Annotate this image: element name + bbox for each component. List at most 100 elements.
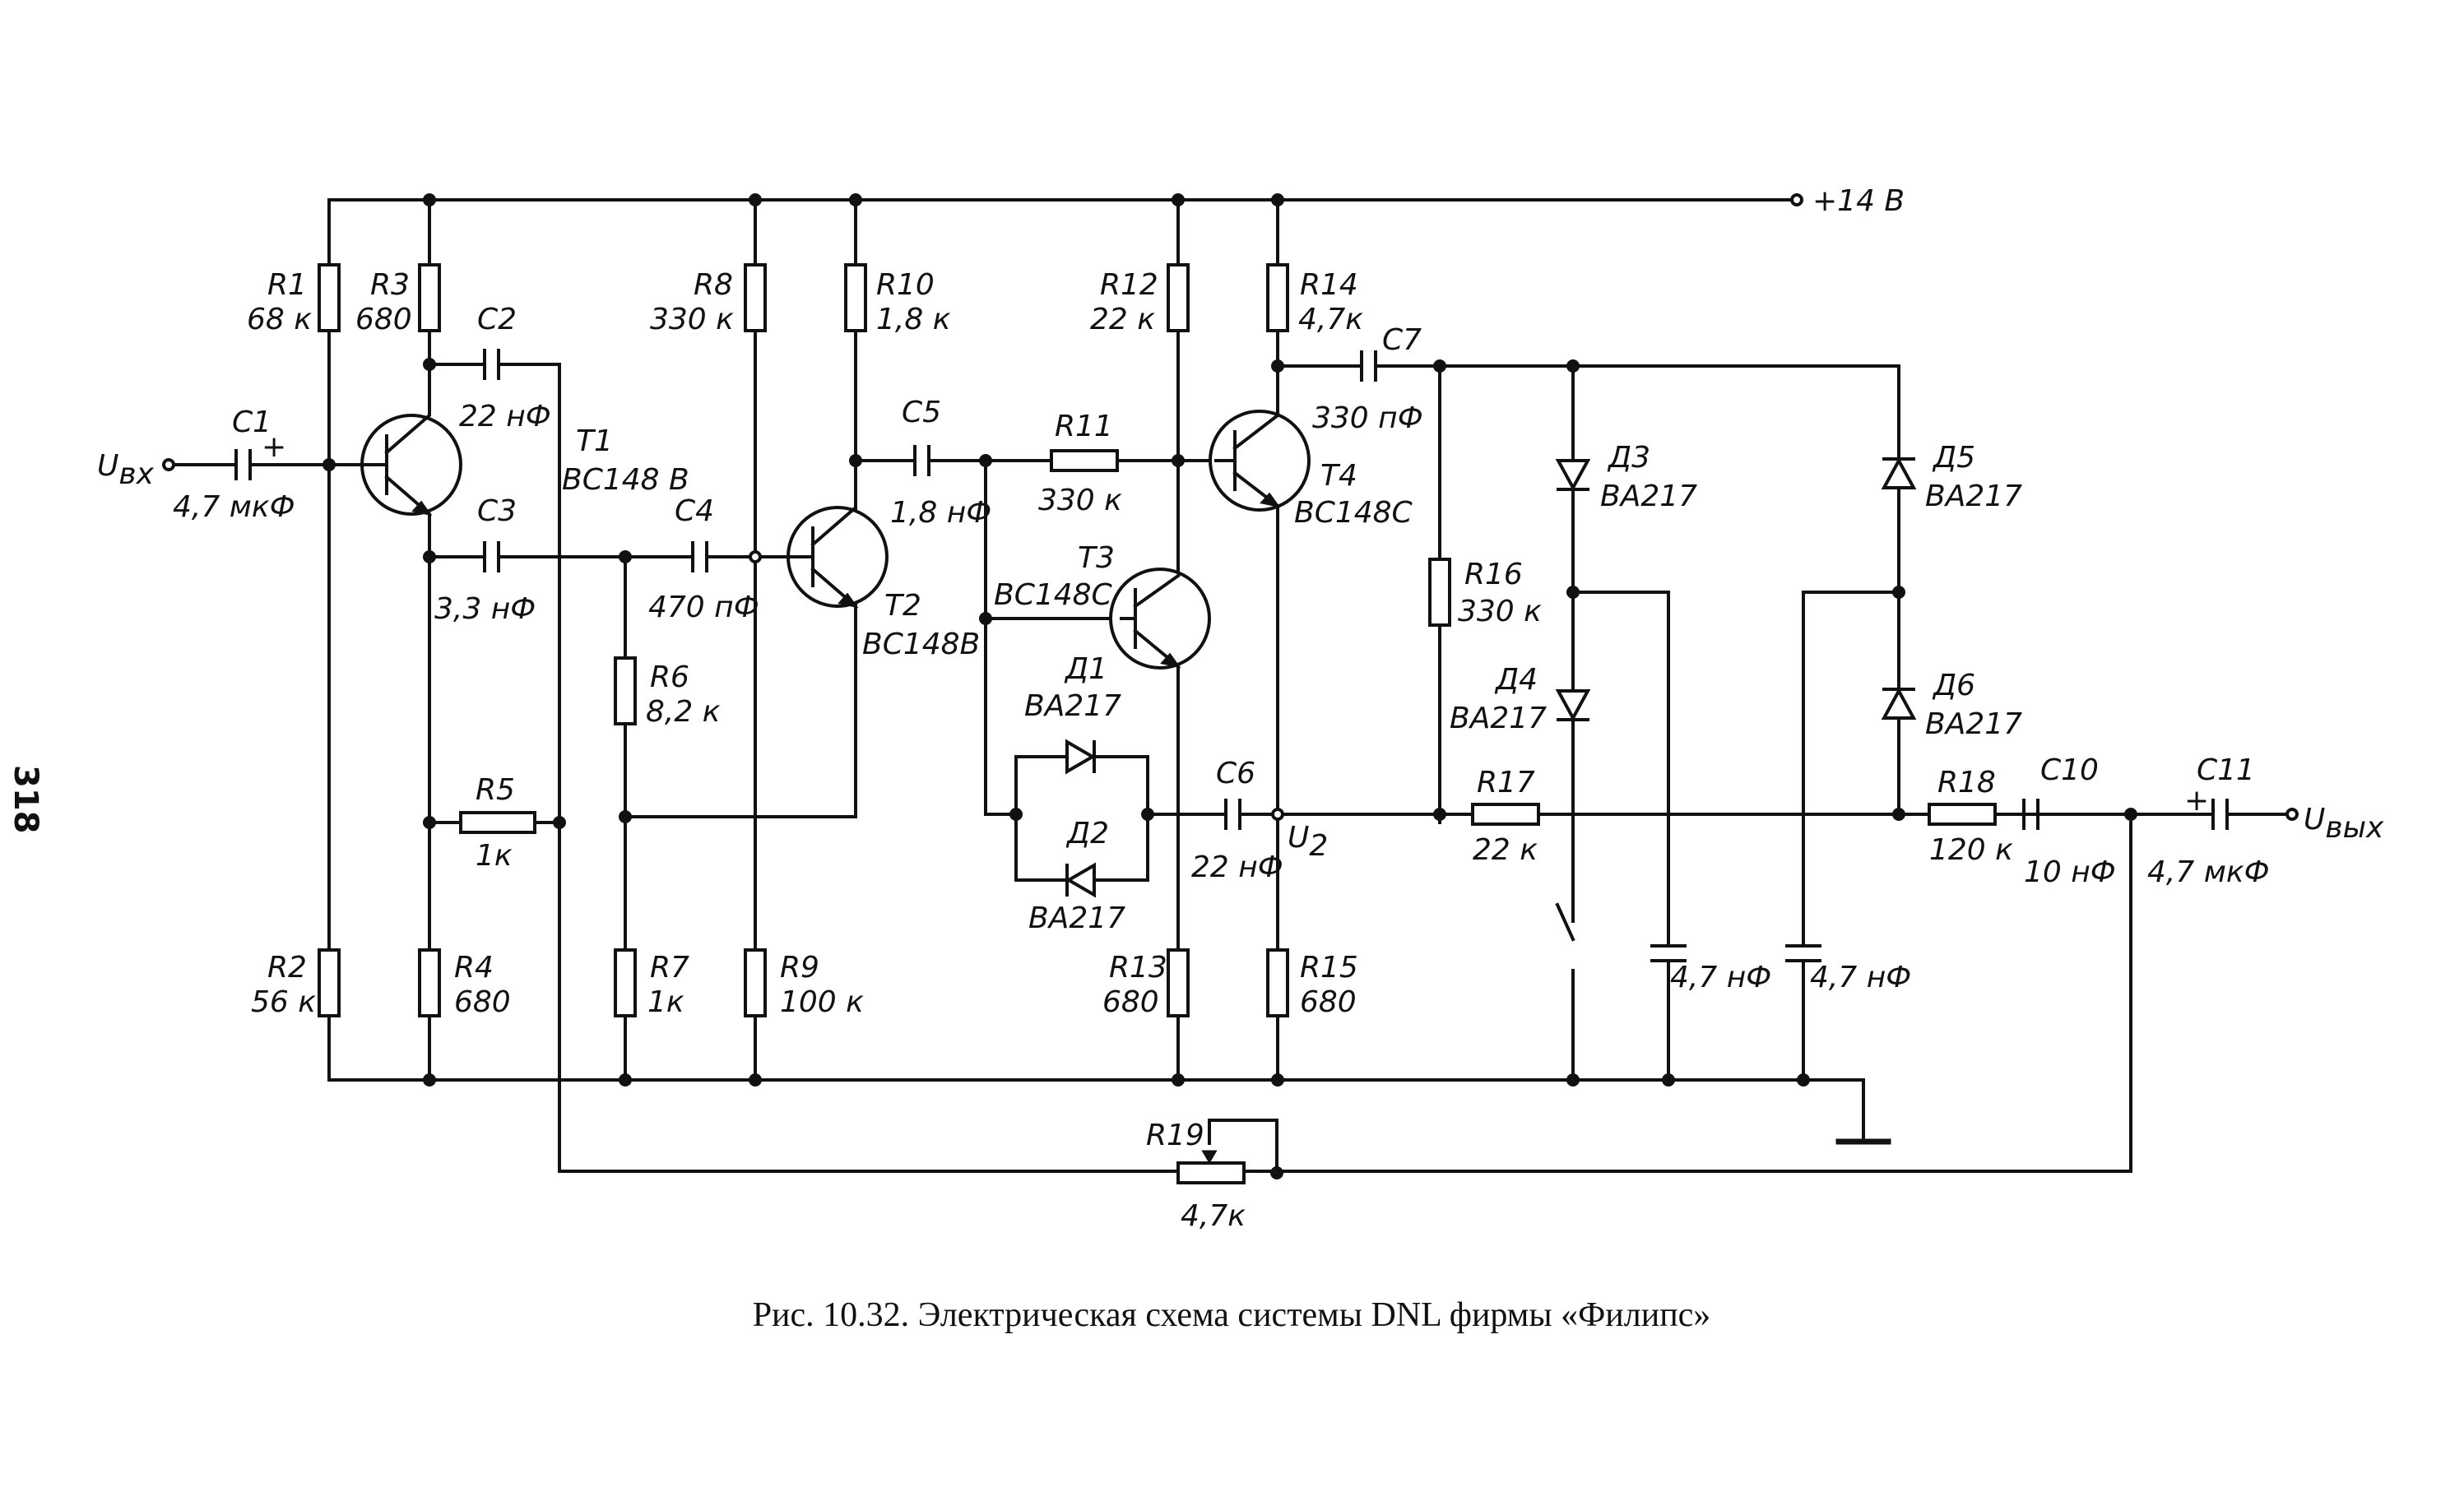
u2-label: U2 — [1288, 821, 1328, 863]
c5-value: 1,8 нФ — [890, 496, 991, 530]
c5-ref: C5 — [902, 396, 941, 429]
input-terminal — [162, 458, 175, 471]
d3-type: BA217 — [1600, 480, 1697, 513]
r19-value: 4,7к — [1181, 1199, 1246, 1233]
figure-caption: Рис. 10.32. Электрическая схема системы … — [753, 1296, 1711, 1334]
r14-ref: R14 — [1300, 268, 1358, 302]
capacitor-c8 — [1650, 944, 1687, 962]
diode-d3 — [1555, 459, 1591, 492]
open-terminals — [162, 193, 2299, 821]
r14-value: 4,7к — [1298, 303, 1363, 336]
resistor-r5 — [459, 811, 536, 834]
page-number: 318 — [7, 765, 44, 834]
r5-ref: R5 — [476, 773, 515, 807]
supply-label: +14 В — [1812, 184, 1905, 218]
r13-value: 680 — [1102, 985, 1159, 1019]
diode-d5 — [1881, 456, 1917, 489]
diode-d6 — [1881, 687, 1917, 720]
resistor-r2 — [318, 948, 341, 1017]
c7-ref: C7 — [1382, 323, 1422, 357]
r3-value: 680 — [355, 303, 412, 336]
d4-ref: Д4 — [1494, 663, 1538, 697]
resistor-r18 — [1928, 803, 1997, 826]
transistor-t3 — [1109, 568, 1211, 684]
c2-ref: C2 — [477, 303, 517, 336]
c9-value: 4,7 нФ — [1810, 961, 1911, 994]
r16-ref: R16 — [1464, 558, 1523, 591]
resistor-r19 — [1176, 1161, 1246, 1184]
r7-ref: R7 — [650, 951, 689, 985]
diode-symbols — [1051, 456, 1917, 898]
r2-value: 56 к — [251, 985, 316, 1019]
output-subscript: вых — [2325, 811, 2384, 845]
capacitor-c1 — [234, 449, 252, 480]
c7-value: 330 пФ — [1312, 401, 1423, 435]
capacitor-c2 — [483, 349, 500, 380]
transistor-t1 — [360, 363, 462, 558]
r8-value: 330 к — [650, 303, 734, 336]
diode-d2 — [1051, 862, 1108, 898]
t1-ref: T1 — [576, 424, 613, 458]
t3-ref: T3 — [1078, 541, 1115, 575]
d2-type: BA217 — [1028, 901, 1125, 935]
c3-value: 3,3 нФ — [434, 592, 536, 626]
c10-ref: C10 — [2040, 753, 2099, 787]
supply-terminal — [1790, 193, 1803, 206]
resistor-r16 — [1428, 558, 1451, 627]
capacitor-c4 — [691, 541, 708, 572]
r4-ref: R4 — [454, 951, 494, 985]
r12-value: 22 к — [1090, 303, 1155, 336]
r18-ref: R18 — [1937, 766, 1996, 799]
c4-ref: C4 — [675, 494, 714, 528]
capacitor-c6 — [1224, 799, 1241, 830]
resistor-r17 — [1471, 803, 1540, 826]
r11-ref: R11 — [1055, 410, 1113, 443]
resistor-r4 — [418, 948, 441, 1017]
transistor-t4 — [1209, 364, 1311, 512]
d1-type: BA217 — [1024, 689, 1121, 723]
r5-value: 1к — [476, 839, 513, 873]
output-symbol: U — [2304, 803, 2325, 836]
c2-value: 22 нФ — [459, 400, 551, 433]
capacitor-c7 — [1360, 350, 1377, 382]
u2-subscript: 2 — [1309, 829, 1328, 863]
d1-ref: Д1 — [1064, 652, 1107, 686]
r3-ref: R3 — [370, 268, 410, 302]
c1-ref: C1 — [232, 405, 271, 439]
r11-value: 330 к — [1038, 484, 1122, 517]
resistor-r10 — [844, 263, 867, 332]
t2-type: BC148B — [862, 628, 980, 661]
resistor-r6 — [614, 656, 637, 725]
c1-value: 4,7 мкФ — [173, 490, 295, 524]
r15-value: 680 — [1300, 985, 1357, 1019]
r10-ref: R10 — [876, 268, 935, 302]
r2-ref: R2 — [267, 951, 307, 985]
r15-ref: R15 — [1300, 951, 1358, 985]
diode-d1 — [1051, 739, 1108, 775]
resistor-r7 — [614, 948, 637, 1017]
wires — [169, 198, 2132, 1175]
r4-value: 680 — [454, 985, 511, 1019]
d5-ref: Д5 — [1932, 441, 1975, 475]
c3-ref: C3 — [477, 494, 517, 528]
r19-ref: R19 — [1146, 1119, 1204, 1152]
d2-ref: Д2 — [1065, 817, 1109, 850]
input-subscript: вх — [118, 457, 154, 491]
r17-value: 22 к — [1473, 833, 1538, 867]
r19-wiper-arrow — [1201, 1150, 1218, 1164]
d3-ref: Д3 — [1607, 441, 1650, 475]
node-t2-base — [749, 550, 762, 563]
c6-ref: C6 — [1216, 757, 1255, 790]
resistor-r9 — [744, 948, 767, 1017]
resistor-r3 — [418, 263, 441, 332]
capacitor-c11 — [2211, 799, 2229, 830]
t2-ref: T2 — [884, 589, 921, 623]
r18-value: 120 к — [1929, 833, 2013, 867]
diode-d4 — [1555, 689, 1591, 722]
input-label: Uвх — [97, 449, 155, 491]
r6-value: 8,2 к — [646, 695, 721, 729]
resistor-r12 — [1167, 263, 1190, 332]
resistor-r14 — [1266, 263, 1289, 332]
t1-type: BC148 B — [562, 463, 689, 497]
r9-ref: R9 — [780, 951, 819, 985]
